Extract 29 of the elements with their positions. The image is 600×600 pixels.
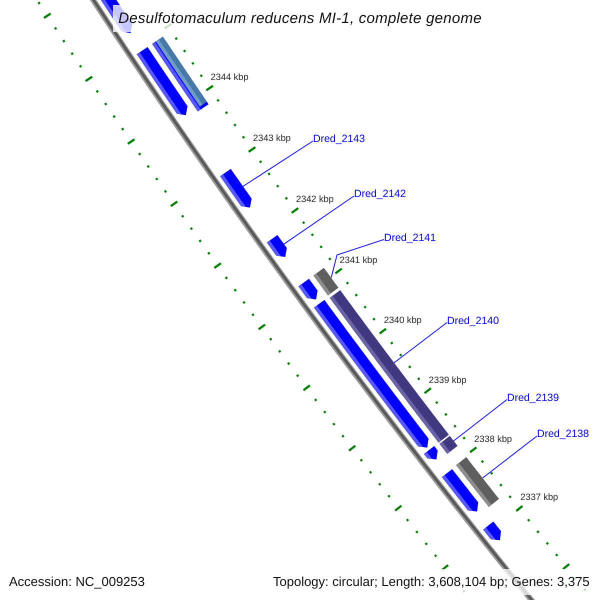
tick-label: 2337 kbp [520,492,558,504]
gene-label: Dred_2142 [354,188,406,200]
tick-label: 2338 kbp [474,434,512,444]
leader-line [283,196,354,245]
gene-block [266,234,287,257]
tick-label: 2341 kbp [340,255,378,266]
gene-block [298,278,318,300]
tick-label: 2343 kbp [252,133,291,144]
gene-block [220,168,252,208]
gene-label: Dred_2139 [507,392,559,404]
gene-label: Dred_2143 [313,133,365,146]
leader-line [453,399,508,442]
tick-label: 2342 kbp [296,194,334,206]
leader-line [394,322,448,364]
gene-label: Dred_2138 [537,428,589,440]
gene-bar [440,436,458,454]
gene-label: Dred_2141 [384,232,436,244]
gene-label: Dred_2140 [447,314,499,327]
gene-block [424,446,438,460]
leader-line [482,436,538,479]
tick-label: 2339 kbp [428,374,467,386]
leader-line [242,140,314,187]
tick-label: 2340 kbp [384,315,422,326]
gene-block [483,522,502,540]
tick-label: 2344 kbp [210,72,248,83]
leader-line [330,239,384,278]
gene-bar [152,36,209,112]
gene-block [314,300,429,448]
gene-block [442,469,478,512]
